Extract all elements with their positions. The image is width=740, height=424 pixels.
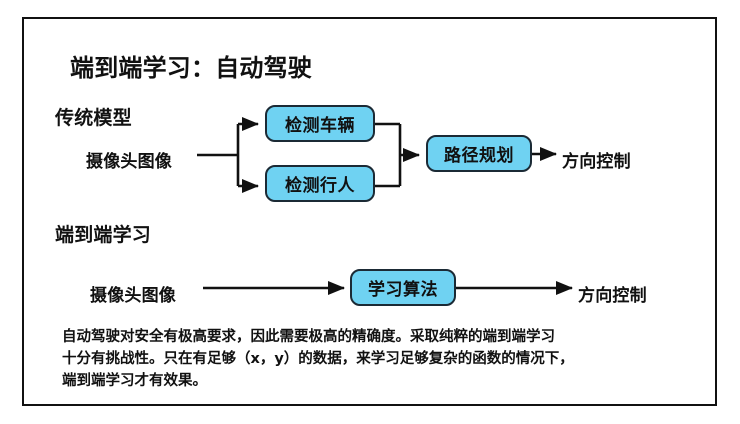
explanatory-note: 自动驾驶对安全有极高要求，因此需要极高的精确度。采取纯粹的端到端学习 十分有挑战…: [62, 326, 687, 392]
section-heading-end-to-end: 端到端学习: [55, 224, 152, 246]
node-steering-control-traditional: 方向控制: [562, 152, 631, 172]
node-camera-image-traditional: 摄像头图像: [86, 152, 172, 172]
slide-frame: [22, 17, 717, 406]
note-line-2: 十分有挑战性。只在有足够（x，y）的数据，来学习足够复杂的函数的情况下，: [62, 351, 574, 367]
section-heading-traditional: 传统模型: [55, 107, 132, 129]
node-steering-control-end-to-end: 方向控制: [578, 286, 647, 306]
note-line-1: 自动驾驶对安全有极高要求，因此需要极高的精确度。采取纯粹的端到端学习: [62, 329, 555, 345]
node-learning-algorithm[interactable]: 学习算法: [350, 269, 456, 306]
note-line-3: 端到端学习才有效果。: [62, 373, 207, 389]
page-title: 端到端学习：自动驾驶: [70, 54, 312, 82]
node-detect-pedestrian[interactable]: 检测行人: [265, 165, 375, 202]
node-detect-vehicle[interactable]: 检测车辆: [265, 105, 375, 142]
node-path-planning[interactable]: 路径规划: [426, 135, 532, 172]
node-camera-image-end-to-end: 摄像头图像: [90, 286, 176, 306]
